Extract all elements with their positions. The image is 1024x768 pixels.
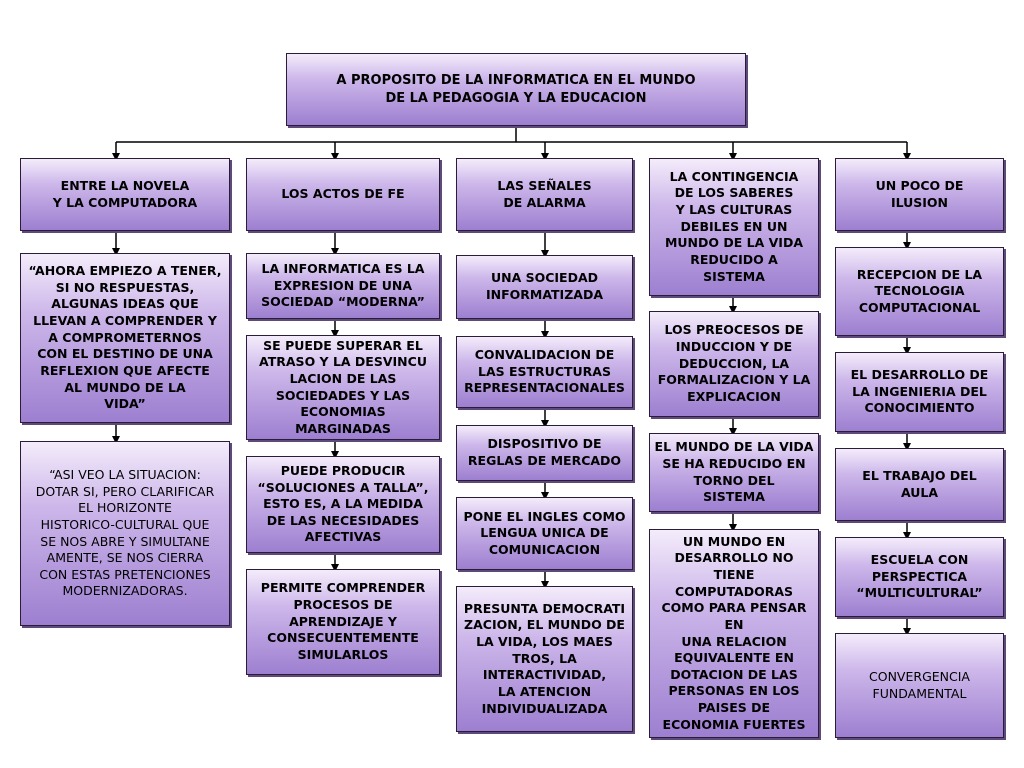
col2-item-4: PERMITE COMPRENDER PROCESOS DE APRENDIZA… — [246, 569, 440, 675]
col3-item-4: PONE EL INGLES COMO LENGUA UNICA DE COMU… — [456, 497, 633, 570]
title-box: A PROPOSITO DE LA INFORMATICA EN EL MUND… — [286, 53, 746, 126]
header-un-poco-de-ilusion: UN POCO DE ILUSION — [835, 158, 1004, 231]
col2-item-1: LA INFORMATICA ES LA EXPRESION DE UNA SO… — [246, 253, 440, 319]
arrows — [112, 126, 911, 636]
col4-item-2: EL MUNDO DE LA VIDA SE HA REDUCIDO EN TO… — [649, 433, 819, 512]
col3-item-3: DISPOSITIVO DE REGLAS DE MERCADO — [456, 425, 633, 481]
col1-item-1: “AHORA EMPIEZO A TENER, SI NO RESPUESTAS… — [20, 253, 230, 423]
col2-item-3: PUEDE PRODUCIR “SOLUCIONES A TALLA”, EST… — [246, 456, 440, 553]
col2-item-2: SE PUEDE SUPERAR EL ATRASO Y LA DESVINCU… — [246, 335, 440, 440]
col5-item-4: ESCUELA CON PERSPECTICA “MULTICULTURAL” — [835, 537, 1004, 617]
col3-item-5: PRESUNTA DEMOCRATI ZACION, EL MUNDO DE L… — [456, 586, 633, 732]
header-los-actos-de-fe: LOS ACTOS DE FE — [246, 158, 440, 231]
col5-item-2: EL DESARROLLO DE LA INGENIERIA DEL CONOC… — [835, 352, 1004, 432]
header-entre-la-novela: ENTRE LA NOVELA Y LA COMPUTADORA — [20, 158, 230, 231]
col3-item-2: CONVALIDACION DE LAS ESTRUCTURAS REPRESE… — [456, 336, 633, 408]
col3-item-1: UNA SOCIEDAD INFORMATIZADA — [456, 255, 633, 319]
col5-item-3: EL TRABAJO DEL AULA — [835, 448, 1004, 521]
header-la-contingencia: LA CONTINGENCIA DE LOS SABERES Y LAS CUL… — [649, 158, 819, 296]
col4-item-3: UN MUNDO EN DESARROLLO NO TIENE COMPUTAD… — [649, 529, 819, 738]
col1-item-2: “ASI VEO LA SITUACION: DOTAR SI, PERO CL… — [20, 441, 230, 626]
col5-item-5: CONVERGENCIA FUNDAMENTAL — [835, 633, 1004, 738]
col5-item-1: RECEPCION DE LA TECNOLOGIA COMPUTACIONAL — [835, 247, 1004, 336]
header-las-senales-de-alarma: LAS SEÑALES DE ALARMA — [456, 158, 633, 231]
col4-item-1: LOS PREOCESOS DE INDUCCION Y DE DEDUCCIO… — [649, 311, 819, 417]
